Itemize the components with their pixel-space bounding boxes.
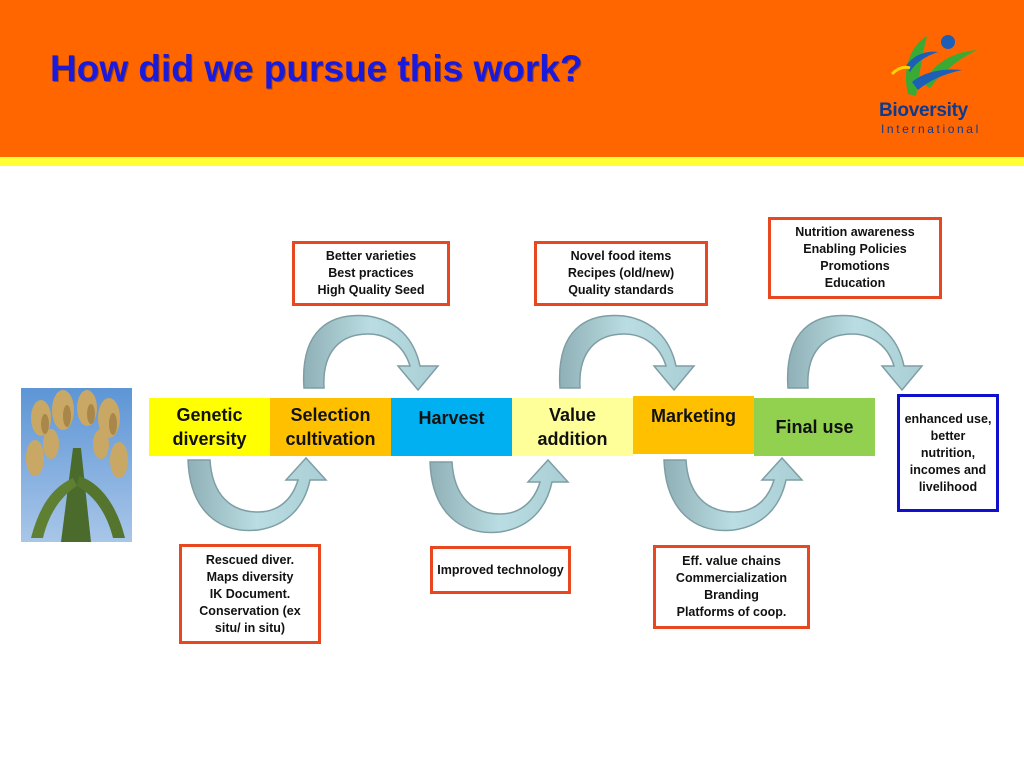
- stage-final-use: Final use: [754, 398, 875, 456]
- stage-harvest: Harvest: [391, 398, 512, 456]
- page-title: How did we pursue this work?: [50, 48, 583, 89]
- arrow-top-1: [302, 314, 440, 392]
- arrow-top-3: [786, 314, 924, 392]
- note-nutrition-awareness: Nutrition awareness Enabling Policies Pr…: [768, 217, 942, 299]
- note-better-varieties: Better varieties Best practices High Qua…: [292, 241, 450, 306]
- millet-photo: [21, 388, 132, 542]
- note-novel-food-items: Novel food items Recipes (old/new) Quali…: [534, 241, 708, 306]
- stage-marketing: Marketing: [633, 396, 754, 454]
- logo: [872, 24, 1006, 146]
- outcome-box: enhanced use, better nutrition, incomes …: [897, 394, 999, 512]
- arrow-bottom-3: [663, 456, 804, 532]
- arrow-bottom-2: [429, 458, 570, 534]
- logo-name: Bioversity: [879, 100, 968, 121]
- leaf-logo-icon: [890, 35, 977, 96]
- note-improved-technology: Improved technology: [430, 546, 571, 594]
- note-efficient-value-chains: Eff. value chains Commercialization Bran…: [653, 545, 810, 629]
- arrow-top-2: [558, 314, 696, 392]
- header-band: [0, 0, 1024, 157]
- stage-genetic-diversity: Genetic diversity: [149, 398, 270, 456]
- note-rescued-diversity: Rescued diver. Maps diversity IK Documen…: [179, 544, 321, 644]
- stage-value-addition: Value addition: [512, 398, 633, 456]
- logo-subtitle: International: [881, 122, 981, 136]
- stage-selection-cultivation: Selection cultivation: [270, 398, 391, 456]
- arrow-bottom-1: [187, 456, 328, 532]
- header-rule: [0, 157, 1024, 166]
